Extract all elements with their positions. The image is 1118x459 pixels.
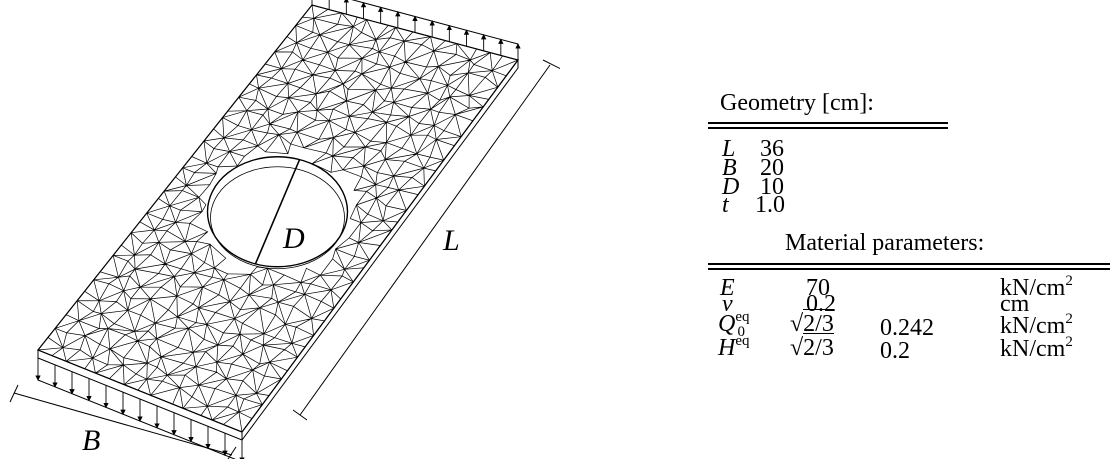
- geometry-val-D: 10: [760, 174, 784, 200]
- plate-outline: [37, 4, 520, 442]
- geometry-sym-B: B: [722, 155, 737, 181]
- label-B: B: [82, 424, 100, 457]
- geometry-val-t: 1.0: [755, 192, 785, 218]
- dimension-lines: [9, 59, 560, 459]
- fe-mesh: [37, 4, 519, 433]
- geometry-sym-t: t: [722, 192, 729, 218]
- material-unit-Q: kN/cm2: [1000, 311, 1073, 339]
- geometry-sym-D: D: [722, 174, 740, 200]
- plate-mesh-drawing: D L B: [9, 0, 560, 459]
- geometry-title: Geometry [cm]:: [720, 90, 874, 116]
- geometry-rule-top: [708, 122, 948, 124]
- material-sym-E: E: [720, 275, 735, 301]
- material-sqrt-Q: √2/3: [790, 309, 834, 337]
- L-tick-top: [542, 59, 560, 70]
- material-title: Material parameters:: [785, 230, 985, 256]
- material-rule-top: [708, 263, 1110, 265]
- diameter-line: [254, 159, 301, 265]
- material-sym-nu: ν: [722, 291, 733, 317]
- mesh-elements: [37, 4, 519, 433]
- material-val-nu: 0.2: [806, 291, 836, 317]
- L-tick-bottom: [292, 409, 308, 421]
- material-val-H: 0.2: [880, 338, 910, 364]
- geometry-val-L: 36: [760, 136, 784, 162]
- material-unit-H: kN/cm2: [1000, 334, 1073, 362]
- L-dimension-line: [299, 64, 551, 416]
- B-tick-left: [9, 384, 19, 403]
- material-rule-bottom: [708, 268, 1110, 270]
- material-sqrt-H: √2/3: [790, 333, 834, 361]
- B-dimension-line: [13, 392, 233, 456]
- material-unit-nu: cm: [1000, 291, 1030, 317]
- B-tick-right: [227, 446, 237, 459]
- material-val-E: 70: [806, 275, 830, 301]
- plate-with-hole-figure: D L B: [9, 0, 560, 459]
- geometry-rule-bottom: [708, 127, 948, 129]
- material-sym-Q: Qeq0: [718, 309, 750, 340]
- label-D: D: [282, 222, 305, 255]
- hole-inner-edge: [210, 166, 345, 270]
- material-unit-E: kN/cm2: [1000, 273, 1073, 301]
- label-L: L: [442, 224, 460, 257]
- material-val-Q: 0.242: [880, 315, 934, 341]
- geometry-val-B: 20: [760, 155, 784, 181]
- geometry-sym-L: L: [722, 136, 736, 162]
- material-sym-H: Heq: [718, 333, 750, 361]
